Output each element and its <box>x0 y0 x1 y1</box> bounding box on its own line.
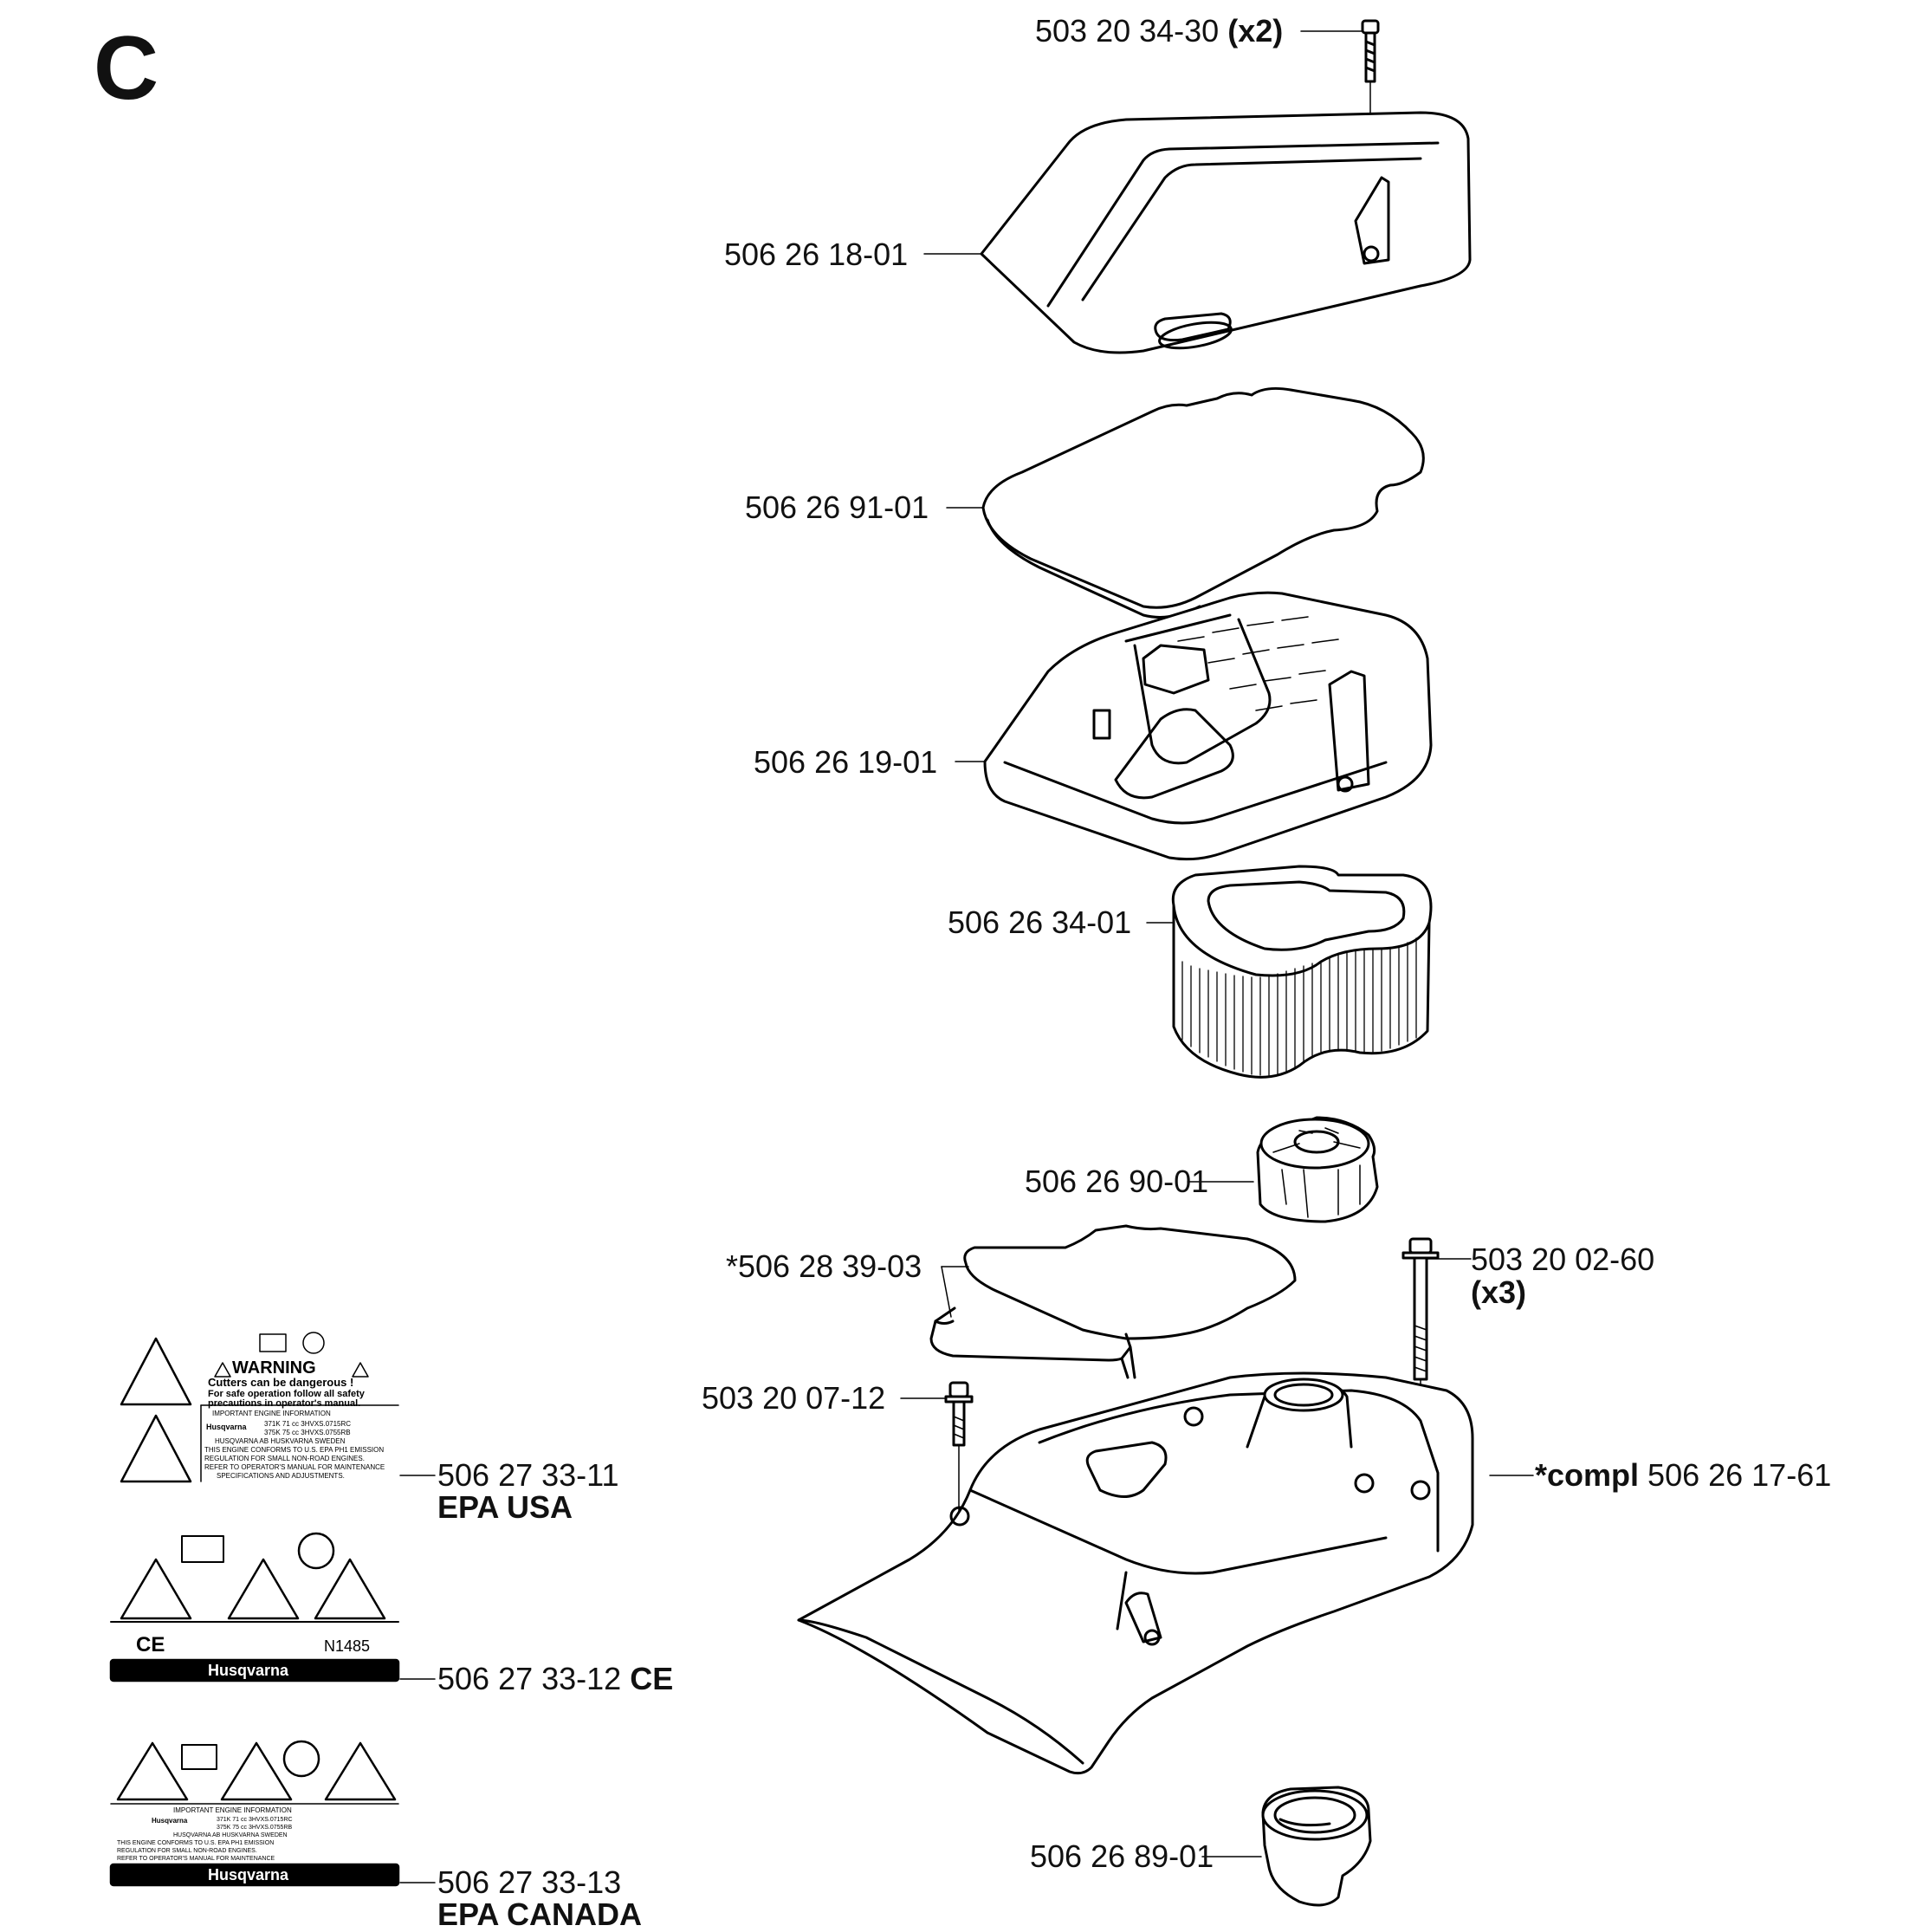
decal-ce-mark: CE <box>136 1633 165 1656</box>
right-screw <box>1401 1237 1440 1491</box>
decal-canada-conf1: THIS ENGINE CONFORMS TO U.S. EPA PH1 EMI… <box>117 1840 274 1846</box>
decal-engine-row2: 375K 75 cc 3HVXS.0755RB <box>264 1429 351 1436</box>
top-screw <box>1361 19 1380 174</box>
filter-housing <box>983 591 1433 861</box>
decal-engine-info-header: IMPORTANT ENGINE INFORMATION <box>212 1410 331 1417</box>
section-letter: C <box>94 18 159 119</box>
label-decal-1: 506 27 33-11 <box>437 1457 619 1493</box>
decal-conformity1: THIS ENGINE CONFORMS TO U.S. EPA PH1 EMI… <box>204 1446 384 1454</box>
gasket <box>929 1224 1297 1379</box>
label-pad: 506 26 91-01 <box>745 489 929 525</box>
part-number: 506 27 33-12 <box>437 1661 622 1696</box>
pleated-air-filter <box>1171 865 1433 1079</box>
label-screw-right-qty: (x3) <box>1471 1274 1527 1310</box>
label-decal-1-sub: EPA USA <box>437 1489 573 1525</box>
label-screw-left: 503 20 07-12 <box>702 1380 886 1416</box>
filter-knob <box>1256 1116 1379 1223</box>
label-filter-housing: 506 26 19-01 <box>754 744 938 780</box>
decal-canada-row2: 375K 75 cc 3HVXS.0755RB <box>217 1825 292 1831</box>
decal-canada-row1: 371K 71 cc 3HVXS.0715RC <box>217 1817 293 1823</box>
label-screw-top: 503 20 34-30 (x2) <box>1035 16 1283 47</box>
decal-brand-1: Husqvarna <box>206 1423 248 1431</box>
air-filter-cover <box>980 111 1472 354</box>
grommet <box>1261 1786 1372 1907</box>
part-number: 506 26 17-61 <box>1647 1457 1832 1493</box>
air-filter-base <box>797 1371 1474 1775</box>
decal-conformity2: REGULATION FOR SMALL NON-ROAD ENGINES. <box>204 1455 365 1462</box>
decal-maker: HUSQVARNA AB HUSKVARNA SWEDEN <box>215 1437 346 1445</box>
label-cover: 506 26 18-01 <box>724 237 909 272</box>
quantity: (x2) <box>1227 13 1284 49</box>
left-screw <box>944 1381 974 1517</box>
decal-canada-maker: HUSQVARNA AB HUSKVARNA SWEDEN <box>173 1832 288 1838</box>
compl-prefix: *compl <box>1535 1457 1640 1493</box>
label-grommet: 506 26 89-01 <box>1030 1838 1214 1874</box>
decal-ce <box>109 1532 400 1682</box>
decal-conformity3: REFER TO OPERATOR'S MANUAL FOR MAINTENAN… <box>204 1463 385 1471</box>
label-decal-2: 506 27 33-12 CE <box>437 1663 673 1695</box>
label-air-filter: 506 26 34-01 <box>948 904 1132 940</box>
decal-epa-usa <box>120 1332 399 1483</box>
decal-canada-conf2: REGULATION FOR SMALL NON-ROAD ENGINES. <box>117 1848 257 1854</box>
decal-canada-header: IMPORTANT ENGINE INFORMATION <box>173 1806 292 1814</box>
decal-brand-3: Husqvarna <box>208 1866 289 1883</box>
label-decal-3: 506 27 33-13 <box>437 1864 622 1900</box>
decal-suffix: CE <box>630 1661 674 1696</box>
label-knob: 506 26 90-01 <box>1025 1164 1209 1199</box>
decal-engine-row1: 371K 71 cc 3HVXS.0715RC <box>264 1420 351 1428</box>
decal-warning-line1: Cutters can be dangerous ! <box>208 1376 353 1389</box>
decal-conformity4: SPECIFICATIONS AND ADJUSTMENTS. <box>217 1472 345 1480</box>
label-decal-3-sub: EPA CANADA <box>437 1896 643 1932</box>
decal-warning-line2: For safe operation follow all safety <box>208 1389 366 1399</box>
decal-warning-line3: precautions in operator's manual. <box>208 1398 360 1409</box>
decal-canada-brand: Husqvarna <box>152 1817 188 1825</box>
label-screw-right: 503 20 02-60 <box>1471 1242 1655 1277</box>
label-gasket: *506 28 39-03 <box>726 1248 922 1284</box>
decal-warning-title: WARNING <box>232 1358 316 1378</box>
decal-brand-2: Husqvarna <box>208 1662 289 1679</box>
decal-canada-conf3: REFER TO OPERATOR'S MANUAL FOR MAINTENAN… <box>117 1856 275 1862</box>
foam-pad <box>981 312 1425 619</box>
label-base: *compl 506 26 17-61 <box>1535 1460 1831 1491</box>
part-number: 503 20 34-30 <box>1035 13 1220 49</box>
decal-n-mark: N1485 <box>324 1637 370 1655</box>
decal-epa-canada <box>109 1740 400 1887</box>
